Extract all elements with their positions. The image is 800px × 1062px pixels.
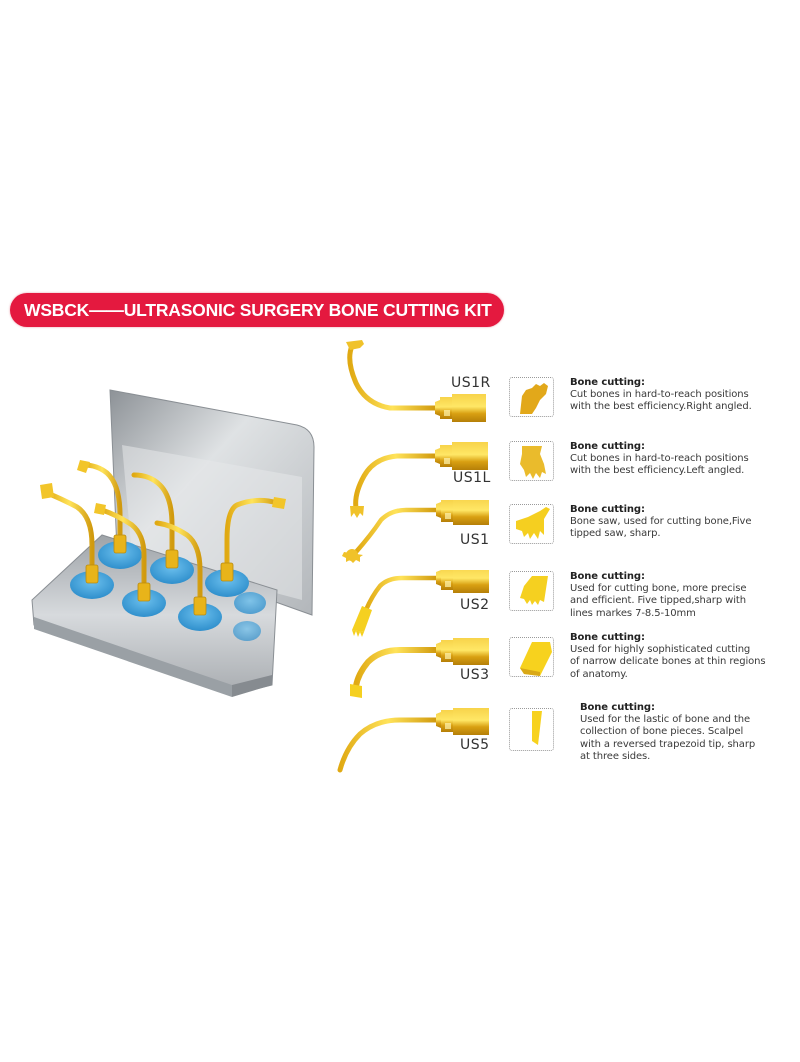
- tip-detail-us3: [509, 637, 554, 677]
- tip-description-us1: Bone cutting: Bone saw, used for cutting…: [570, 504, 752, 540]
- model-label-us5: US5: [460, 737, 490, 753]
- tip-head-us2-icon: [520, 576, 548, 605]
- model-label-us1r: US1R: [451, 375, 491, 391]
- tip-head-us3-icon: [520, 642, 552, 676]
- tip-head-us1r-icon: [520, 383, 548, 414]
- instrument-us1-image: [342, 500, 489, 563]
- tip-description-us3: Bone cutting: Used for highly sophistica…: [570, 632, 766, 680]
- instrument-us3-image: [350, 638, 489, 698]
- tip-head-us1l-icon: [520, 446, 546, 479]
- tip-head-us5-icon: [532, 711, 542, 745]
- tip-description-us5: Bone cutting: Used for the lastic of bon…: [580, 702, 756, 762]
- instrument-us1l-image: [350, 442, 488, 518]
- tip-detail-us5: [509, 708, 554, 751]
- title-banner: WSBCK——ULTRASONIC SURGERY BONE CUTTING K…: [10, 293, 504, 327]
- instrument-us1r-image: [346, 340, 486, 422]
- instrument-us5-image: [337, 708, 489, 773]
- tip-description-us2: Bone cutting: Used for cutting bone, mor…: [570, 571, 747, 619]
- model-label-us1: US1: [460, 532, 490, 548]
- kit-box-image: [22, 385, 322, 705]
- tip-detail-us1r: [509, 377, 554, 417]
- tip-detail-us1: [509, 504, 554, 544]
- tip-description-us1r: Bone cutting: Cut bones in hard-to-reach…: [570, 377, 752, 413]
- model-label-us2: US2: [460, 597, 490, 613]
- tip-detail-us2: [509, 571, 554, 611]
- banner-title: WSBCK——ULTRASONIC SURGERY BONE CUTTING K…: [24, 299, 492, 320]
- model-label-us3: US3: [460, 667, 490, 683]
- tip-detail-us1l: [509, 441, 554, 481]
- tip-head-us1-icon: [516, 507, 550, 539]
- instrument-us2-image: [352, 570, 489, 637]
- tip-description-us1l: Bone cutting: Cut bones in hard-to-reach…: [570, 441, 749, 477]
- model-label-us1l: US1L: [453, 470, 491, 486]
